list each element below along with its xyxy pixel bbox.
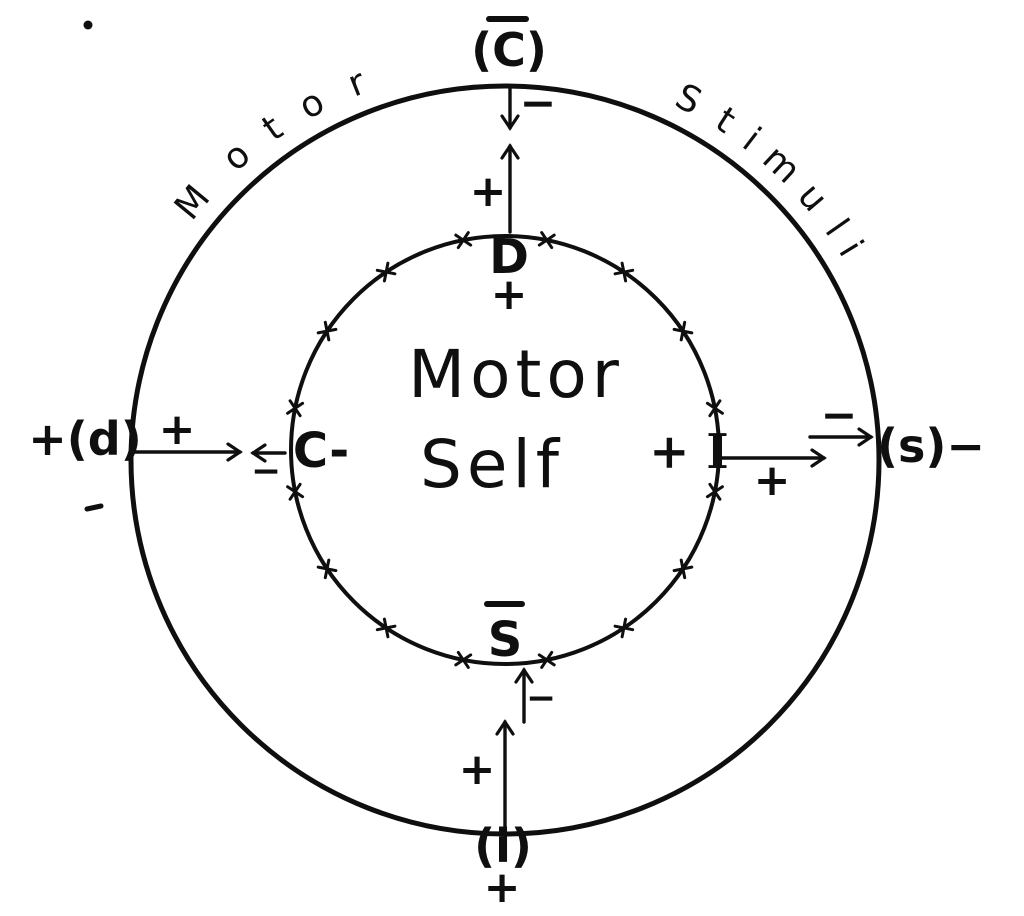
center-label-line1: Motor: [408, 336, 624, 413]
inner-circle-tick: [288, 399, 302, 418]
center-label-line2: Self: [419, 426, 565, 503]
sign-minus-right-outer: −: [820, 390, 858, 441]
stray-dash: [84, 503, 104, 512]
inner-circle-tick: [286, 485, 305, 499]
inner-circle-tick: [613, 268, 635, 276]
label-outer-s: (s)−: [877, 419, 985, 473]
label-outer-d: +(d): [28, 412, 142, 466]
label-S-boundary: S: [487, 612, 523, 668]
inner-circle: [289, 234, 721, 666]
overbar-C: [486, 16, 529, 22]
inner-circle-tick: [705, 401, 724, 415]
inner-circle-tick: [375, 624, 397, 632]
inner-circle-tick: [679, 558, 687, 580]
inner-circle-tick: [316, 565, 338, 573]
sign-minus-left-inner: −: [250, 451, 282, 492]
inner-circle-tick: [454, 653, 473, 667]
inner-circle-tick: [323, 320, 331, 342]
inner-circle-tick: [620, 617, 628, 639]
inner-circle-tick: [382, 261, 390, 283]
label-outer-i: (i): [474, 819, 532, 873]
stray-dot: [83, 20, 93, 30]
inner-circle-tick: [540, 650, 554, 669]
sign-plus-i: +: [483, 862, 521, 913]
overbar-S: [484, 601, 525, 607]
label-outer-C: (C): [471, 23, 547, 77]
sign-minus-top: −: [519, 78, 557, 129]
inner-circle-tick: [456, 231, 470, 250]
sign-plus-D: +: [490, 269, 528, 320]
sign-minus-bottom-inner: −: [525, 678, 557, 719]
inner-circle-tick: [672, 327, 694, 335]
inner-circle-tick: [708, 482, 722, 501]
sign-plus-top: +: [469, 166, 507, 217]
sign-plus-right-inner: +: [753, 455, 791, 506]
label-D: D: [489, 229, 529, 285]
sign-plus-left: +: [158, 404, 196, 455]
inner-circle-tick: [537, 233, 556, 247]
sign-plus-bottom-outer: +: [458, 744, 496, 795]
label-I-boundary: + I: [649, 424, 729, 480]
label-C-boundary: C-: [292, 423, 350, 479]
inner-circle-x-marks: [286, 231, 724, 669]
